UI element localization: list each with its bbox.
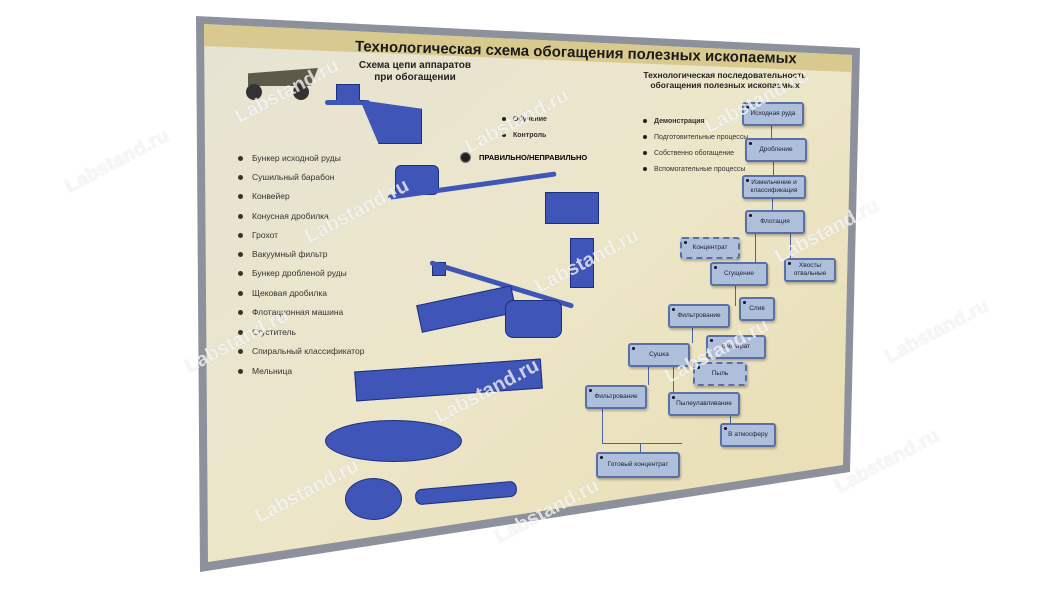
indicator-label: ПРАВИЛЬНО/НЕПРАВИЛЬНО (479, 153, 588, 162)
equipment-item[interactable]: Спиральный классификатор (238, 346, 364, 356)
legend-item[interactable]: Подготовительные процессы (643, 134, 748, 141)
flow-box-tailings[interactable]: Хвосты отвальные (784, 258, 836, 282)
flow-box-dust[interactable]: Пыль (693, 362, 747, 386)
mill-icon (505, 300, 562, 338)
truck-icon (238, 62, 324, 102)
cone-crusher-icon (570, 238, 594, 288)
equipment-item[interactable]: Бункер дробленой руды (238, 268, 347, 278)
equipment-item[interactable]: Мельница (238, 366, 292, 376)
screen-icon (545, 192, 599, 224)
flow-box-final-concentrate[interactable]: Готовый концентрат (596, 452, 680, 478)
mode-learning[interactable]: Обучение (502, 116, 547, 123)
flow-box-drain[interactable]: Слив (739, 297, 775, 321)
equipment-item[interactable]: Вакуумный фильтр (238, 249, 327, 259)
equipment-item[interactable]: Щековая дробилка (238, 288, 327, 298)
flow-box-filtering[interactable]: Фильтрование (668, 304, 730, 328)
right-subtitle: Технологическая последовательность обога… (643, 70, 807, 90)
thickener-icon (325, 420, 462, 462)
flow-box-thickening[interactable]: Сгущение (710, 262, 768, 286)
flow-box-filtrate[interactable]: Фильтрат (706, 335, 766, 359)
conveyor-icon (325, 100, 370, 105)
equipment-item[interactable]: Конвейер (238, 191, 290, 201)
flow-box-drying[interactable]: Сушка (628, 343, 690, 367)
equipment-item[interactable]: Флотационная машина (238, 307, 343, 317)
flow-box-filtering-2[interactable]: Фильтрование (585, 385, 647, 409)
mode-control[interactable]: Контроль (502, 132, 546, 139)
equipment-item[interactable]: Сушильный барабон (238, 172, 334, 182)
flow-box-ore[interactable]: Исходная руда (742, 102, 804, 126)
legend-item[interactable]: Собственно обогащение (643, 150, 734, 157)
result-indicator: ПРАВИЛЬНО/НЕПРАВИЛЬНО (460, 152, 587, 163)
flow-box-grinding[interactable]: Измельчение и классификация (742, 175, 806, 199)
left-subtitle: Схема цепи аппаратов при обогащении (358, 60, 472, 83)
vacuum-filter-icon (345, 478, 402, 520)
equipment-item[interactable]: Конусная дробилка (238, 211, 329, 221)
legend-item[interactable]: Вспомогательные процессы (643, 166, 745, 173)
flow-box-concentrate[interactable]: Концентрат (680, 237, 740, 259)
legend-item[interactable]: Демонстрация (643, 118, 705, 125)
equipment-item[interactable]: Грохот (238, 230, 278, 240)
flow-box-crushing[interactable]: Дробление (745, 138, 807, 162)
equipment-item[interactable]: Бункер исходной руды (238, 153, 341, 163)
flow-box-dust-collection[interactable]: Пылеулавливание (668, 392, 740, 416)
indicator-lamp-icon (460, 152, 471, 163)
flow-box-atmosphere[interactable]: В атмосферу (720, 423, 776, 447)
flow-box-flotation[interactable]: Флотация (745, 210, 805, 234)
equipment-item[interactable]: Сгуститель (238, 327, 296, 337)
